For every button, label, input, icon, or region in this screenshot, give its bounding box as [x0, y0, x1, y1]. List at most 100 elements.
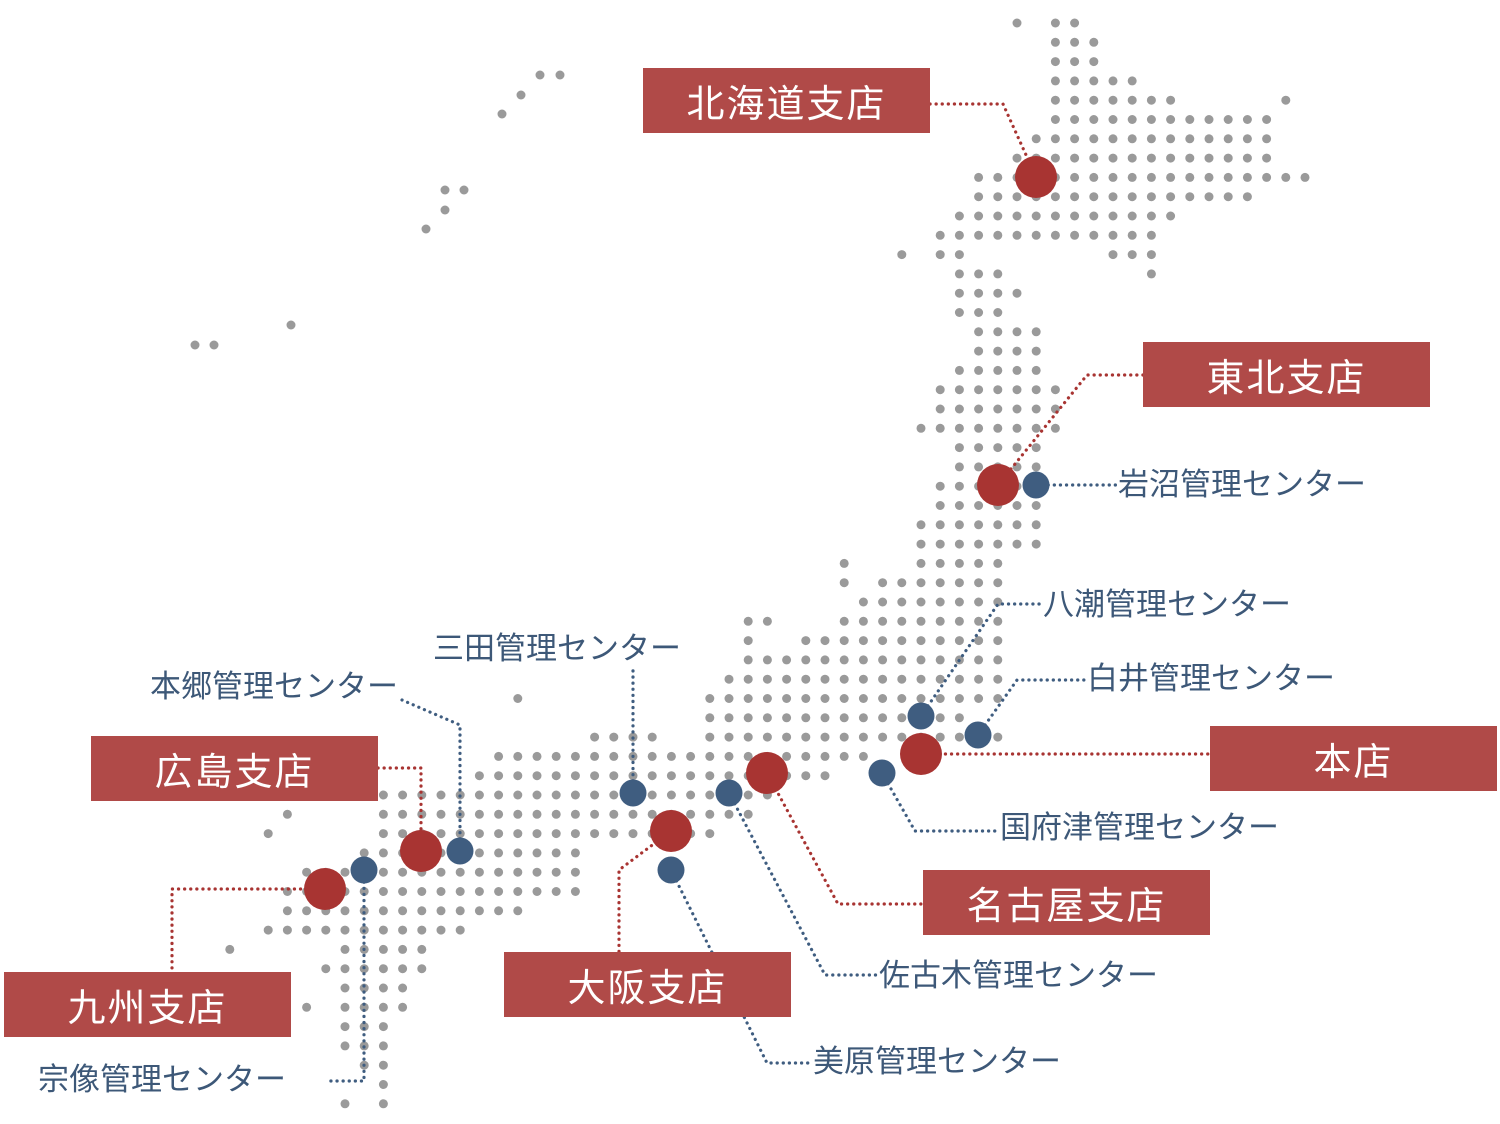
land-dot: [494, 771, 504, 781]
center-label-iwanuma[interactable]: 岩沼管理センター: [1118, 467, 1366, 503]
land-dot: [513, 887, 523, 896]
land-dot: [378, 906, 388, 916]
branch-label-tohoku[interactable]: 東北支店: [1143, 342, 1430, 407]
branch-label-hokkaido[interactable]: 北海道支店: [643, 68, 930, 133]
land-dot: [993, 616, 1003, 626]
land-dot: [954, 211, 964, 221]
land-dot: [974, 520, 984, 530]
land-dot: [762, 732, 772, 742]
land-dot: [993, 443, 1003, 453]
branch-label-hiroshima[interactable]: 広島支店: [91, 736, 378, 801]
land-dot: [474, 848, 484, 858]
branch-marker-honten[interactable]: [900, 733, 942, 775]
land-dot: [1127, 250, 1137, 260]
land-dot: [878, 597, 888, 607]
land-dot: [1070, 18, 1080, 28]
land-dot: [1166, 115, 1176, 124]
land-dot: [897, 732, 907, 742]
land-dot: [494, 906, 504, 916]
land-dot: [398, 925, 408, 935]
center-label-munakata[interactable]: 宗像管理センター: [38, 1062, 286, 1098]
land-dot: [935, 404, 945, 414]
center-marker-yashio[interactable]: [907, 702, 935, 730]
land-dot: [1089, 172, 1099, 182]
leader-tohoku: [996, 373, 1145, 487]
land-dot: [1108, 211, 1118, 221]
land-dot: [782, 655, 792, 665]
land-dot: [916, 423, 926, 433]
branch-marker-hokkaido[interactable]: [1015, 156, 1057, 198]
center-label-mihara[interactable]: 美原管理センター: [813, 1044, 1061, 1080]
center-marker-hongo[interactable]: [446, 837, 474, 865]
land-dot: [282, 925, 292, 935]
land-dot: [398, 790, 408, 800]
island-dot: [440, 205, 450, 215]
land-dot: [954, 616, 964, 626]
land-dot: [455, 867, 465, 877]
land-dot: [705, 694, 715, 703]
land-dot: [1185, 192, 1195, 202]
center-label-kozu[interactable]: 国府津管理センター: [1000, 810, 1279, 846]
branch-marker-nagoya[interactable]: [746, 752, 788, 794]
center-marker-mihara[interactable]: [657, 856, 685, 884]
land-dot: [993, 578, 1003, 588]
land-dot: [743, 694, 753, 703]
land-dot: [782, 751, 792, 761]
center-label-shiroi[interactable]: 白井管理センター: [1087, 661, 1335, 697]
branch-marker-osaka[interactable]: [650, 810, 692, 852]
branch-label-honten[interactable]: 本店: [1210, 726, 1497, 791]
land-dot: [570, 771, 580, 781]
land-dot: [398, 944, 408, 954]
land-dot: [1166, 153, 1176, 163]
land-dot: [1262, 153, 1272, 163]
branch-marker-tohoku[interactable]: [977, 464, 1019, 506]
branch-label-kyushu[interactable]: 九州支店: [4, 972, 291, 1037]
center-marker-sanda[interactable]: [619, 779, 647, 807]
land-dot: [647, 790, 657, 800]
center-marker-sakogi[interactable]: [715, 779, 743, 807]
land-dot: [935, 732, 945, 742]
center-marker-iwanuma[interactable]: [1022, 471, 1050, 499]
branch-label-nagoya[interactable]: 名古屋支店: [923, 870, 1210, 935]
center-label-hongo[interactable]: 本郷管理センター: [150, 669, 398, 705]
land-dot: [1166, 172, 1176, 182]
land-dot: [474, 771, 484, 781]
branch-marker-hiroshima[interactable]: [400, 830, 442, 872]
land-dot: [1127, 76, 1137, 86]
center-label-yashio[interactable]: 八潮管理センター: [1043, 587, 1291, 623]
land-dot: [954, 269, 964, 279]
land-dot: [1012, 385, 1022, 395]
land-dot: [954, 423, 964, 433]
land-dot: [1146, 192, 1156, 202]
land-dot: [474, 887, 484, 896]
land-dot: [474, 809, 484, 819]
land-dot: [954, 385, 964, 395]
land-dot: [1050, 230, 1060, 240]
land-dot: [858, 636, 868, 646]
branch-label-osaka[interactable]: 大阪支店: [504, 952, 791, 1017]
land-dot: [686, 751, 696, 761]
land-dot: [954, 597, 964, 607]
center-marker-munakata[interactable]: [350, 856, 378, 884]
land-dot: [974, 539, 984, 549]
land-dot: [993, 385, 1003, 395]
land-dot: [378, 1041, 388, 1051]
land-dot: [916, 578, 926, 588]
land-dot: [1281, 172, 1291, 182]
land-dot: [340, 1022, 350, 1032]
land-dot: [1146, 172, 1156, 182]
land-dot: [820, 674, 830, 684]
center-label-sakogi[interactable]: 佐古木管理センター: [879, 958, 1158, 994]
leader-kyushu: [170, 887, 327, 974]
center-marker-shiroi[interactable]: [964, 721, 992, 749]
center-label-sanda[interactable]: 三田管理センター: [433, 631, 681, 667]
land-dot: [1031, 134, 1041, 144]
island-dot: [555, 70, 565, 80]
land-dot: [858, 694, 868, 703]
branch-marker-kyushu[interactable]: [304, 868, 346, 910]
center-marker-kozu[interactable]: [868, 759, 896, 787]
land-dot: [954, 481, 964, 491]
land-dot: [436, 887, 446, 896]
